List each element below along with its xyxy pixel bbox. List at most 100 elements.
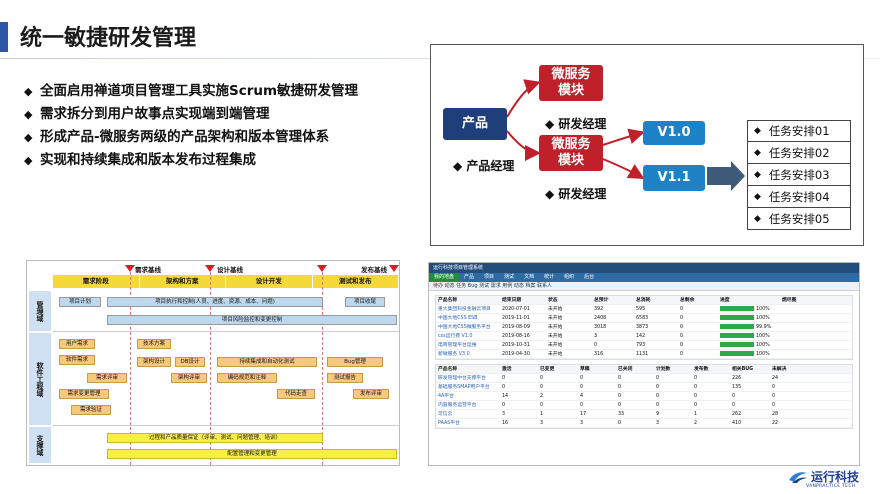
row-name-link[interactable]: 基础服务SMAP用户平台 xyxy=(438,385,490,390)
progress-bar xyxy=(720,315,754,320)
task-item: ◆任务安排04 xyxy=(747,186,851,208)
table-cell: 2 xyxy=(694,421,698,426)
domain-row xyxy=(53,291,399,332)
nav-item[interactable]: 项目 xyxy=(484,274,495,280)
process-box: 架构评审 xyxy=(171,373,207,383)
table-cell: 0 xyxy=(540,403,544,408)
diamond-icon: ◆ xyxy=(754,191,761,202)
table-cell: 16 xyxy=(502,421,509,426)
nav-item[interactable]: 后台 xyxy=(584,274,595,280)
table-cell: 3 xyxy=(594,334,598,339)
table-cell: 0 xyxy=(680,352,684,357)
table-cell: 392 xyxy=(594,307,604,312)
nav-item[interactable]: 组织 xyxy=(564,274,575,280)
task-item: ◆任务安排03 xyxy=(747,164,851,186)
table-cell: 3 xyxy=(656,421,660,426)
table-cell: 0 xyxy=(680,316,684,321)
row-name-link[interactable]: 内容服务运营平台 xyxy=(438,403,477,408)
table-cell: 2019-04-30 xyxy=(502,352,530,357)
table-cell: 0 xyxy=(618,403,622,408)
table-cell: 28 xyxy=(772,412,779,417)
process-box: 项目风险监控和变更控制 xyxy=(107,315,397,325)
column-header: 产品名称 xyxy=(438,367,458,372)
table-cell: 2 xyxy=(540,394,544,399)
table-cell: 0 xyxy=(540,376,544,381)
nav-item[interactable]: 我的地盘 xyxy=(429,273,460,282)
company-logo: 运行科技 xyxy=(788,470,859,484)
sub-nav[interactable]: 待办 动态 任务 Bug 测试 需求 用例 动态 档案 联系人 xyxy=(429,282,859,291)
row-name-link[interactable]: 中国大地CSS微服务平台 xyxy=(438,325,491,330)
task-list: ◆任务安排01 ◆任务安排02 ◆任务安排03 ◆任务安排04 ◆任务安排05 xyxy=(747,120,851,230)
process-box: 代码走查 xyxy=(277,389,315,399)
table-cell: 100% xyxy=(718,305,780,313)
process-box: 需求变更管理 xyxy=(59,389,109,399)
column-header: 相关BUG xyxy=(732,367,754,372)
nav-item[interactable]: 测试 xyxy=(504,274,515,280)
table-cell: 262 xyxy=(732,412,742,417)
row-name-link[interactable]: 研发管理中台支撑平台 xyxy=(438,376,486,381)
row-name-link[interactable]: 中国大地CSS ESB xyxy=(438,316,478,321)
process-box: 架构设计 xyxy=(137,357,171,367)
baseline-marker-icon xyxy=(317,265,327,272)
nav-item[interactable]: 统计 xyxy=(544,274,555,280)
column-header: 草稿 xyxy=(580,367,590,372)
logo-name: 运行科技 xyxy=(811,469,860,484)
table-cell: 0 xyxy=(594,343,598,348)
diamond-icon: ◆ xyxy=(754,126,761,136)
progress-text: 100% xyxy=(756,352,770,357)
table-cell: 0 xyxy=(502,385,506,390)
nav-item[interactable]: 文档 xyxy=(524,274,535,280)
app-title: 运行科技项目管理系统 xyxy=(429,263,859,273)
table-cell: 100% xyxy=(718,341,780,349)
table-cell: 0 xyxy=(618,394,622,399)
table-cell: 0 xyxy=(580,385,584,390)
version-node-2: V1.1 xyxy=(643,165,705,191)
baseline-line xyxy=(130,272,131,465)
table-cell: 99.9% xyxy=(718,323,780,331)
row-name-link[interactable]: 4A平台 xyxy=(438,394,454,399)
column-header: 总剩余 xyxy=(680,298,695,303)
microservice-node-2: 微服务 模块 xyxy=(539,135,603,171)
row-name-link[interactable]: 电商管理平台运维 xyxy=(438,343,477,348)
phase-label: 架构和方案 xyxy=(139,275,226,288)
task-item: ◆任务安排02 xyxy=(747,142,851,164)
table-cell: 1 xyxy=(540,412,544,417)
table-cell: 0 xyxy=(656,394,660,399)
table-cell: 3 xyxy=(580,421,584,426)
table-cell: 未开始 xyxy=(548,316,563,321)
column-header: 发布数 xyxy=(694,367,709,372)
progress-bar xyxy=(720,351,754,356)
table-cell: 未开始 xyxy=(548,325,563,330)
baseline-marker-icon xyxy=(125,265,135,272)
title-accent-bar xyxy=(0,22,8,52)
table-cell: 9 xyxy=(656,412,660,417)
bullet-item: ◆全面启用禅道项目管理工具实施Scrum敏捷研发管理 xyxy=(24,80,358,103)
baseline-label: 发布基线 xyxy=(361,266,387,274)
row-name-link[interactable]: 可信云 xyxy=(438,412,453,417)
row-name-link[interactable]: 新微服务 V3.0 xyxy=(438,352,470,357)
table-cell: 3 xyxy=(540,421,544,426)
nav-item[interactable]: 产品 xyxy=(464,274,475,280)
row-name-link[interactable]: 重大集团科技金融云项目 xyxy=(438,307,491,312)
baseline-line xyxy=(210,272,211,465)
table-cell: 142 xyxy=(636,334,646,339)
table-cell: 0 xyxy=(694,394,698,399)
row-name-link[interactable]: css运行费 V1.0 xyxy=(438,334,473,339)
process-box: DB设计 xyxy=(175,357,205,367)
row-name-link[interactable]: PAAS平台 xyxy=(438,421,460,426)
process-box: 需求验证 xyxy=(71,405,111,415)
table-cell: 595 xyxy=(636,307,646,312)
bullet-list: ◆全面启用禅道项目管理工具实施Scrum敏捷研发管理 ◆需求拆分到用户故事点实现… xyxy=(24,80,358,172)
